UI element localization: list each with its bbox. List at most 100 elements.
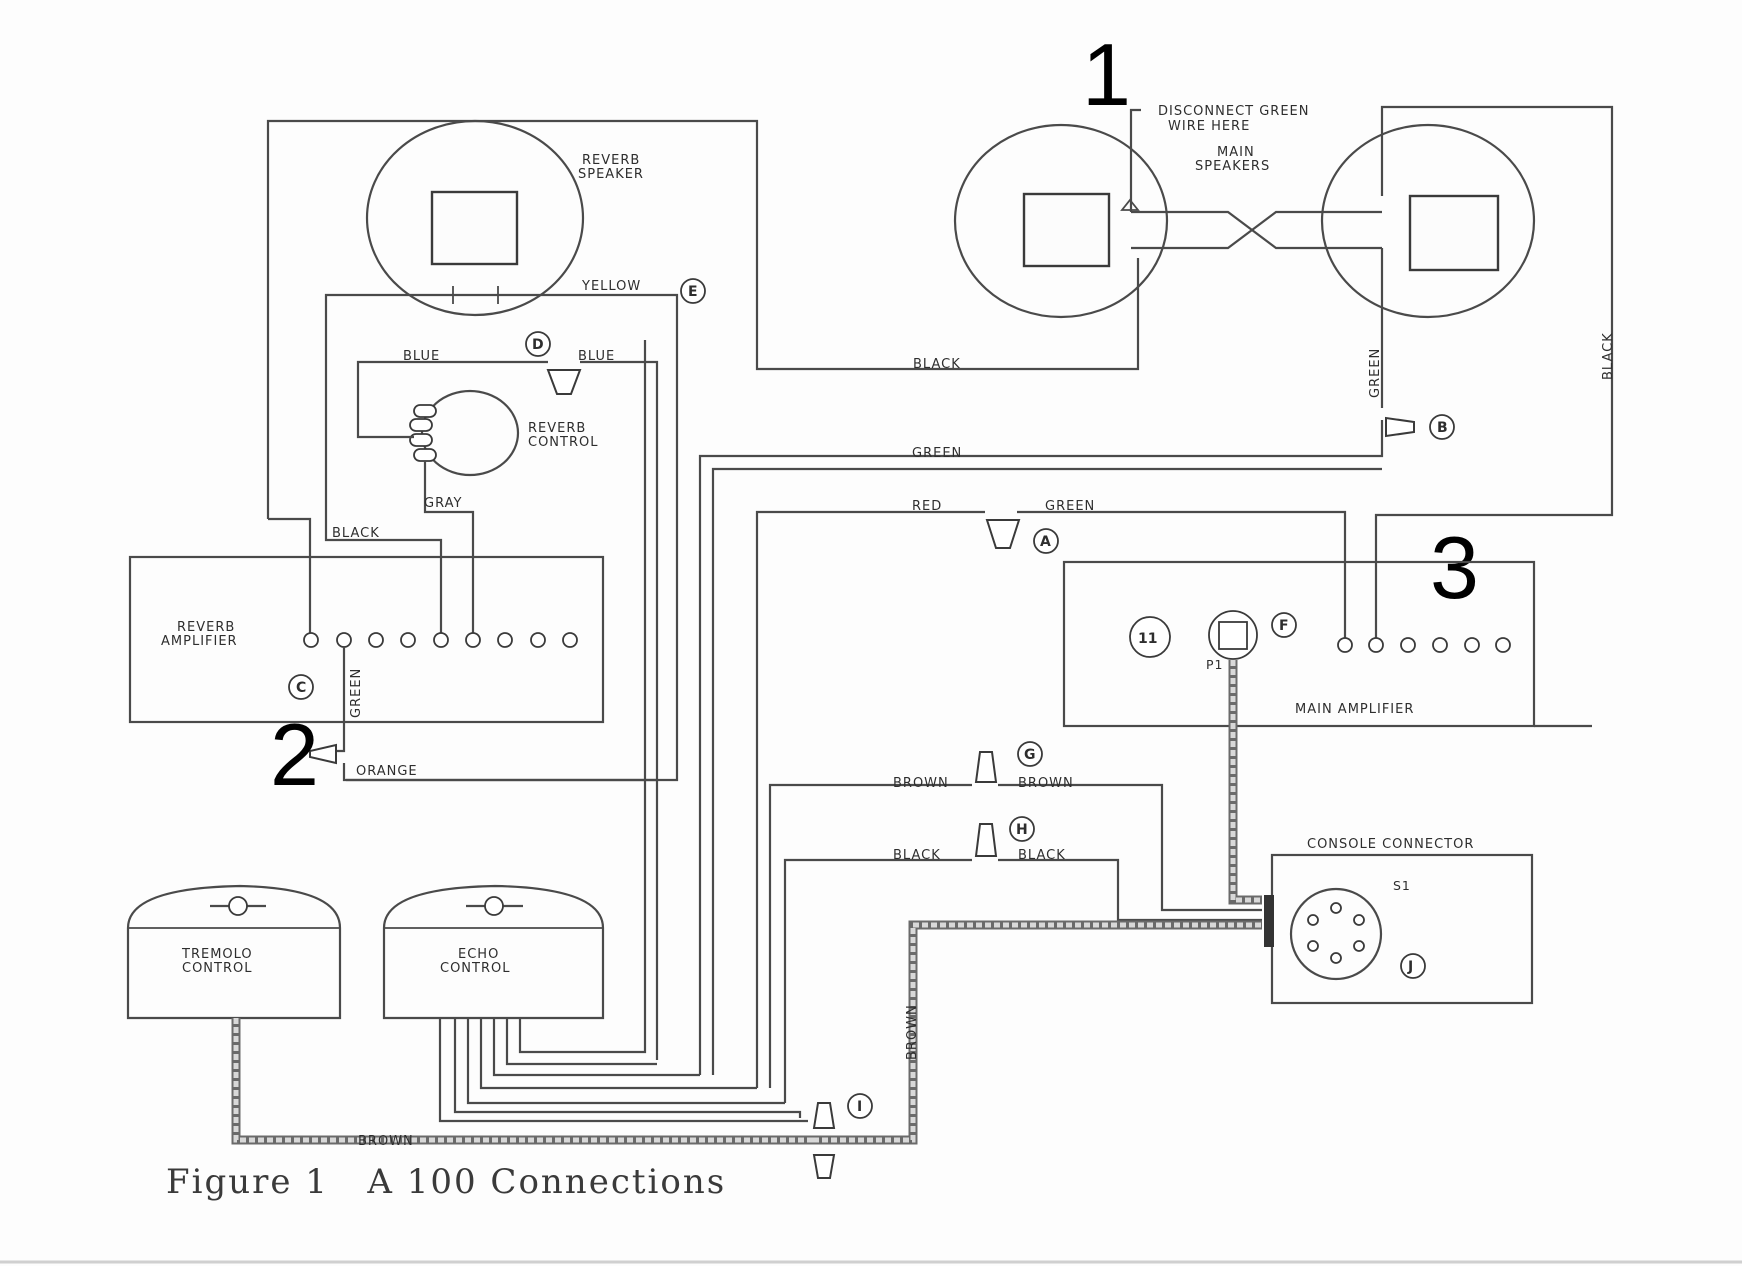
reverb-control (409, 389, 520, 477)
socket-11-id: 11 (1138, 631, 1157, 647)
note-disconnect-1: DISCONNECT GREEN (1158, 104, 1309, 119)
wire-black-right (1374, 105, 1614, 638)
label-green-a: GREEN (1045, 499, 1095, 514)
note-main-speakers-1: MAIN (1217, 145, 1255, 160)
socket-11 (1129, 616, 1171, 658)
label-black-top: BLACK (913, 357, 961, 372)
main-amplifier (1062, 560, 1536, 728)
wire-reverb-speaker-return (268, 517, 312, 635)
connector-f-id: F (1279, 618, 1289, 634)
console-connector-pins (1289, 887, 1383, 981)
connector-d (546, 369, 582, 395)
label-brown-g-left: BROWN (893, 776, 949, 791)
connector-c-id: C (296, 680, 306, 696)
connector-b-badge (1429, 414, 1455, 440)
reverb-amp-label-2: AMPLIFIER (161, 634, 238, 649)
echo-label-1: ECHO (458, 947, 499, 962)
cable-brown (813, 920, 1262, 1145)
reverb-speaker-label-2: SPEAKER (578, 167, 644, 182)
tremolo-label-2: CONTROL (182, 961, 252, 976)
echo-label-2: CONTROL (440, 961, 510, 976)
connector-i-upper (812, 1102, 836, 1129)
wire-black-h (783, 858, 1262, 1103)
connector-a (985, 519, 1021, 549)
connector-e-id: E (688, 284, 698, 300)
label-brown-bottom: BROWN (358, 1134, 414, 1149)
console-connector-plug (1264, 895, 1274, 947)
wire-crossover (1131, 210, 1382, 250)
connector-h-id: H (1016, 822, 1028, 838)
label-brown-vertical: BROWN (905, 1004, 920, 1060)
reverb-amp-label-1: REVERB (177, 620, 235, 635)
connector-j-id: J (1407, 959, 1413, 975)
tremolo-control (126, 884, 342, 1020)
wire-black-top (266, 119, 1140, 519)
plug-p1 (1218, 621, 1248, 650)
tremolo-label-1: TREMOLO (181, 947, 253, 962)
connector-d-id: D (532, 337, 544, 353)
reverb-speaker-label-1: REVERB (582, 153, 640, 168)
marker-1: 1 (1082, 25, 1131, 124)
connector-e-badge (680, 278, 706, 304)
connector-j-badge (1400, 953, 1426, 979)
note-disconnect-2: WIRE HERE (1168, 119, 1250, 134)
connector-i-lower (812, 1154, 836, 1179)
label-orange: ORANGE (356, 764, 418, 779)
p1-label: P1 (1206, 657, 1224, 672)
wire-disconnect-point (1129, 108, 1141, 212)
reverb-control-label-2: CONTROL (528, 435, 598, 450)
wire-green-reverb (336, 647, 346, 753)
connector-b-id: B (1437, 420, 1448, 436)
connector-h-badge (1009, 816, 1035, 842)
cable-p1 (1228, 660, 1262, 905)
label-black-right: BLACK (1601, 332, 1616, 380)
connector-g (974, 751, 998, 783)
connector-a-badge (1033, 528, 1059, 554)
connector-h (974, 823, 998, 857)
label-black-reverb: BLACK (332, 526, 380, 541)
connector-g-badge (1017, 741, 1043, 767)
s1-label: S1 (1393, 878, 1411, 893)
main-amp-terminals (1337, 637, 1511, 653)
label-blue-right: BLUE (578, 349, 615, 364)
reverb-amp-terminals (303, 632, 578, 648)
reverb-speaker (365, 119, 585, 317)
marker-3: 3 (1430, 518, 1479, 617)
label-blue-left: BLUE (403, 349, 440, 364)
reverb-control-label-1: REVERB (528, 421, 586, 436)
wire-blue (356, 360, 659, 1060)
connector-f-badge (1271, 612, 1297, 638)
label-yellow: YELLOW (581, 279, 641, 294)
connector-c-badge (288, 674, 314, 700)
wire-brown-g (768, 783, 1262, 1088)
connector-g-id: G (1024, 747, 1036, 763)
wire-black-reverb (324, 535, 443, 635)
wire-green-top (698, 420, 1384, 1075)
reverb-amplifier (128, 555, 605, 724)
label-green-right: GREEN (1368, 348, 1383, 398)
connector-d-badge (525, 331, 551, 357)
echo-control (382, 884, 605, 1020)
connector-a-id: A (1040, 534, 1051, 550)
wire-echo-bundle (438, 340, 808, 1123)
marker-2: 2 (270, 705, 319, 804)
wire-red-green (755, 510, 1347, 1088)
disconnect-mark (1120, 198, 1140, 211)
connector-i-id: I (857, 1099, 862, 1115)
wire-orange (342, 763, 657, 782)
label-green-reverb: GREEN (349, 668, 364, 718)
label-red: RED (912, 499, 942, 514)
main-amp-label: MAIN AMPLIFIER (1295, 702, 1414, 717)
note-main-speakers-2: SPEAKERS (1195, 159, 1270, 174)
label-black-h-left: BLACK (893, 848, 941, 863)
label-gray: GRAY (424, 496, 462, 511)
label-brown-g-right: BROWN (1018, 776, 1074, 791)
main-speaker-right (1320, 123, 1536, 319)
connector-2 (309, 743, 337, 765)
wire-gray (423, 461, 475, 635)
label-black-h-right: BLACK (1018, 848, 1066, 863)
main-speaker-left (953, 123, 1169, 319)
console-connector-label: CONSOLE CONNECTOR (1307, 837, 1474, 852)
